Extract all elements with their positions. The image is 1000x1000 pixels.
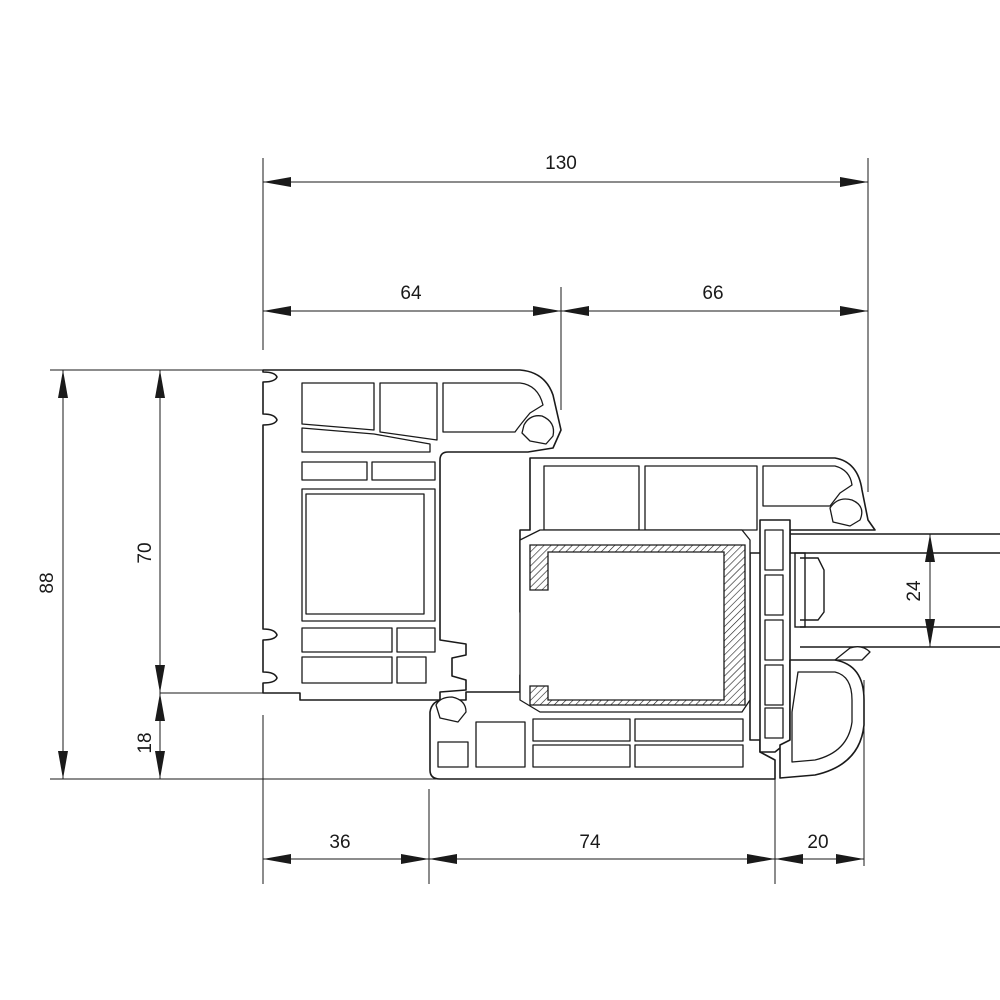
glass-pane bbox=[790, 533, 1000, 648]
dimension-label-64: 64 bbox=[400, 283, 422, 304]
dimension-label-36: 36 bbox=[329, 832, 350, 853]
dimension-label-70: 70 bbox=[135, 542, 156, 563]
dimension-label-66: 66 bbox=[702, 283, 723, 304]
dimension-frame-sash-widths: 64 66 bbox=[263, 283, 868, 410]
glazing-bead bbox=[759, 519, 871, 779]
dimension-frame-heights: 70 18 bbox=[135, 370, 300, 779]
dimension-label-24: 24 bbox=[904, 580, 925, 602]
dimension-label-18: 18 bbox=[135, 732, 156, 753]
dimension-label-88: 88 bbox=[37, 572, 58, 593]
dimension-label-130: 130 bbox=[545, 153, 577, 174]
dimension-label-20: 20 bbox=[807, 832, 828, 853]
dimension-glass-thickness: 24 bbox=[904, 534, 935, 647]
frame-profile bbox=[262, 369, 562, 701]
dimension-total-width: 130 bbox=[262, 153, 869, 492]
dimension-bottom-widths: 36 74 20 bbox=[262, 680, 865, 884]
dimension-label-74: 74 bbox=[579, 832, 601, 853]
